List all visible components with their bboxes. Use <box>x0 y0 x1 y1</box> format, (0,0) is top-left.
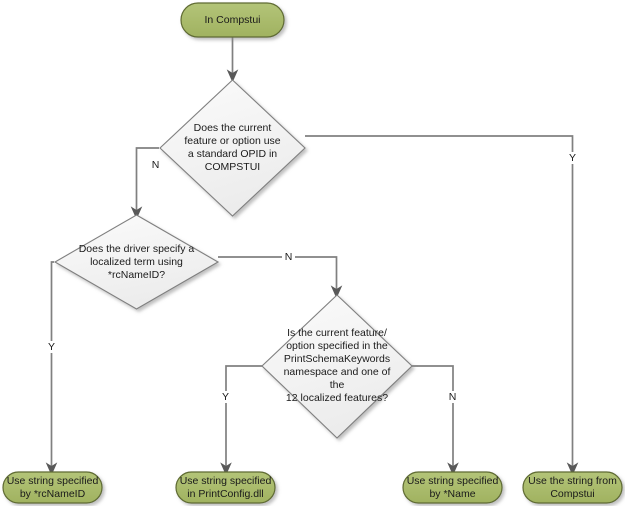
connector-layer <box>45 37 579 476</box>
node-decision-standard-opid[interactable] <box>159 79 306 217</box>
node-end-rcnameid[interactable] <box>2 471 103 504</box>
connector-decision3-yes-to-end2 <box>220 365 262 476</box>
node-end-printconfig[interactable] <box>175 471 276 504</box>
node-end-compstui[interactable] <box>522 471 623 504</box>
edge-label-decision1-yes: Y <box>566 152 579 164</box>
connector-decision1-no-to-decision2 <box>130 147 159 220</box>
edge-label-decision3-yes: Y <box>219 391 232 403</box>
edge-label-decision1-no: N <box>149 159 162 171</box>
edge-label-decision2-no: N <box>282 251 295 263</box>
node-decision-rcnameid[interactable] <box>53 214 220 310</box>
connector-decision1-yes-to-end4 <box>305 135 579 476</box>
edge-label-decision3-no: N <box>446 391 459 403</box>
connector-decision3-no-to-end3 <box>412 365 459 476</box>
edge-label-decision2-yes: Y <box>45 341 58 353</box>
connector-decision2-yes-to-end1 <box>45 261 58 476</box>
node-start[interactable] <box>180 2 285 38</box>
node-end-name[interactable] <box>402 471 503 504</box>
connector-decision2-no-to-decision3 <box>218 256 343 299</box>
node-decision-printschemakeywords[interactable] <box>261 294 413 439</box>
